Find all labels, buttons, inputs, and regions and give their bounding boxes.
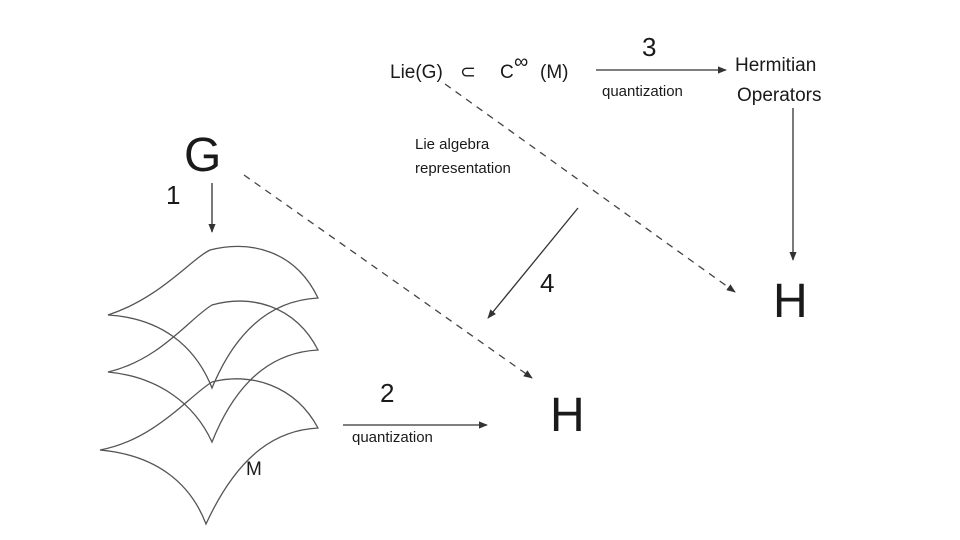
- manifold-label: M: [246, 459, 262, 480]
- hermitian-label-line2: Operators: [737, 85, 822, 106]
- hilbert-space-right: H: [773, 275, 808, 328]
- c-infinity-c: C: [500, 62, 514, 83]
- quantization-label-bottom: quantization: [352, 429, 433, 446]
- c-infinity-m: (M): [540, 62, 569, 83]
- arrow-4: [487, 207, 579, 319]
- group-label: G: [184, 129, 222, 182]
- lie-rep-label-line1: Lie algebra: [415, 136, 490, 153]
- dashed-arrow-g-to-h: [243, 174, 533, 379]
- manifold-sheet-middle: [107, 300, 320, 444]
- lie-rep-label-line2: representation: [415, 160, 511, 177]
- hilbert-space-bottom: H: [550, 389, 585, 442]
- c-infinity-superscript: ∞: [514, 51, 529, 73]
- manifold-sheet-bottom: [99, 378, 320, 526]
- hermitian-label-line1: Hermitian: [735, 55, 817, 76]
- arrow-3-label: 3: [642, 32, 657, 62]
- manifold-foliation: [99, 245, 320, 526]
- arrow-1-label: 1: [166, 180, 181, 210]
- quantization-label-top: quantization: [602, 83, 683, 100]
- subset-symbol: ⊂: [460, 62, 476, 83]
- lie-g-label: Lie(G): [390, 62, 443, 83]
- manifold-sheet-top: [107, 245, 320, 390]
- arrow-4-label: 4: [540, 268, 555, 298]
- arrow-2-label: 2: [380, 378, 395, 408]
- dashed-arrow-lie-to-h: [444, 83, 736, 293]
